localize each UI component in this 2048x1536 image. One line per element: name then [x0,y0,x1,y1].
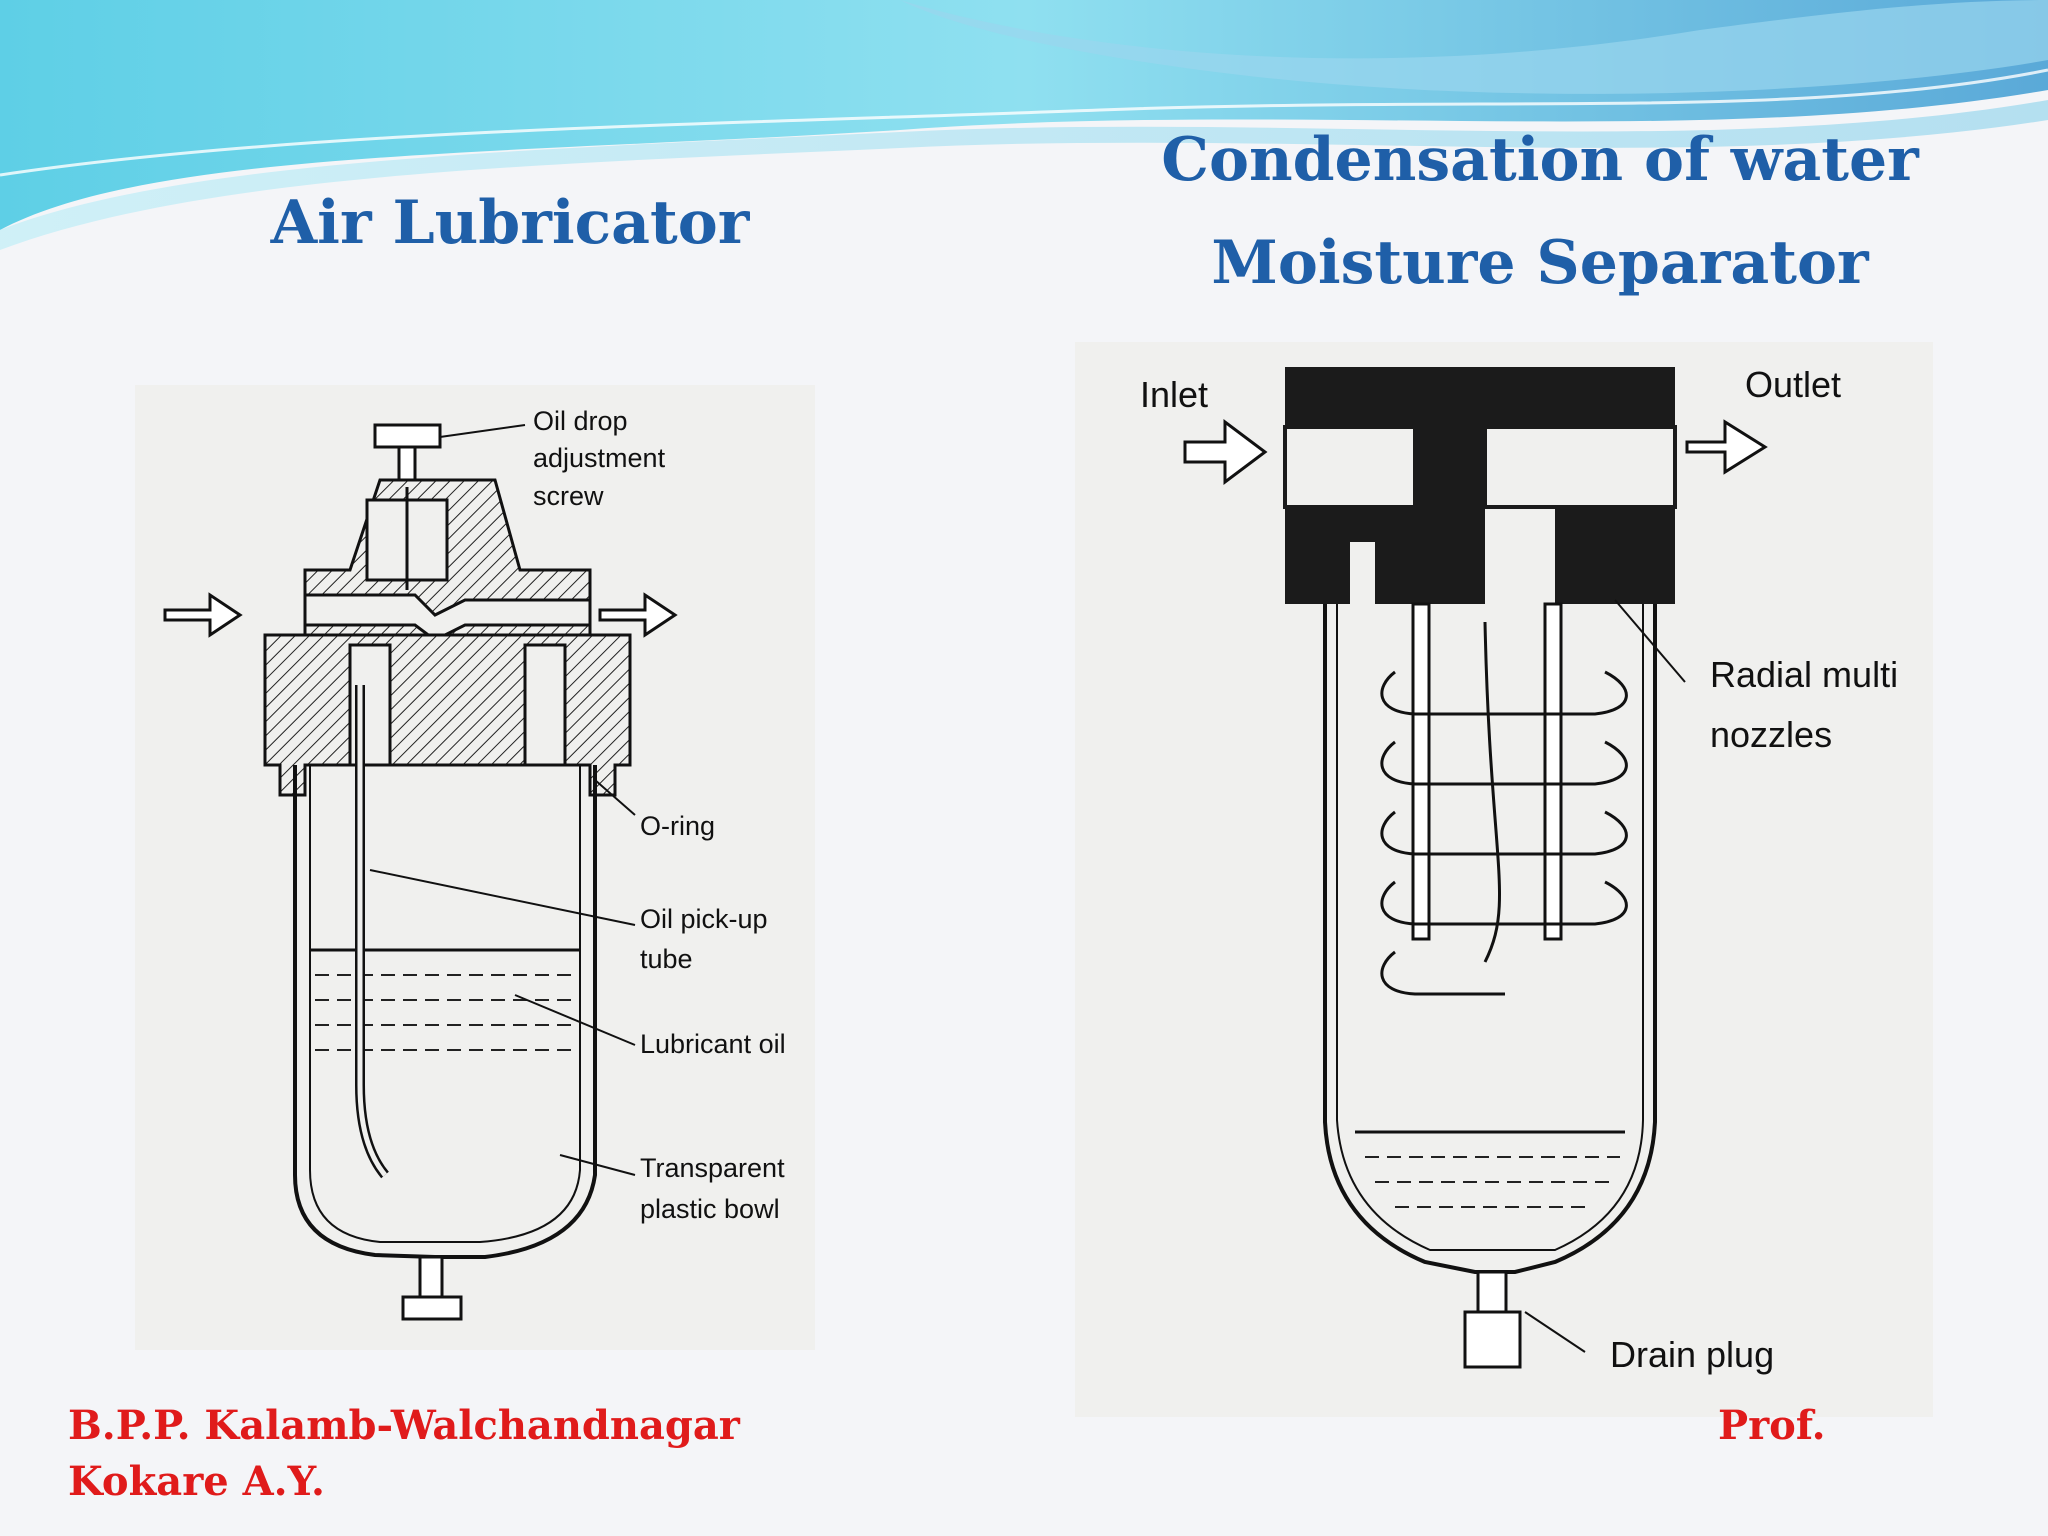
outlet-arrow [1685,419,1768,475]
oil-drop-label-1: Oil drop [533,406,628,436]
pickup-tube-label-1: Oil pick-up [640,904,768,934]
lubricant-oil-label: Lubricant oil [640,1029,786,1059]
drain-plug [1463,1310,1522,1369]
condensation-title: Condensation of water [1161,125,1919,195]
swirl-flow-arrows [1380,621,1628,996]
lubricator-inlet-arrow [163,592,243,638]
moisture-separator-figure: Inlet Outlet Radial multi nozzles Drain … [1075,342,1933,1417]
air-lubricator-figure: Oil drop adjustment screw O-ring Oil pic… [135,385,815,1350]
separator-bowl [1323,604,1657,1274]
footer-institution: B.P.P. Kalamb-Walchandnagar [68,1402,740,1449]
radial-nozzles-label-1: Radial multi [1710,654,1898,695]
o-ring-label: O-ring [640,811,715,841]
drain-plug-label: Drain plug [1610,1334,1774,1375]
footer-prof: Prof. [1718,1402,1826,1449]
pickup-tube-label-2: tube [640,944,693,974]
inlet-label: Inlet [1140,374,1208,415]
outlet-label: Outlet [1745,364,1841,405]
bowl-label-2: plastic bowl [640,1194,780,1224]
lubricator-outlet-arrow [598,592,678,638]
condensed-water-level [1365,1156,1620,1208]
moisture-separator-diagram: Inlet Outlet Radial multi nozzles Drain … [1140,364,1898,1375]
oil-drop-label-3: screw [533,481,604,511]
bowl-label-1: Transparent [640,1153,785,1183]
radial-nozzles-label-2: nozzles [1710,714,1832,755]
air-lubricator-title: Air Lubricator [270,188,750,258]
transparent-bowl [293,765,597,1259]
adjustment-screw [373,423,442,489]
inlet-arrow [1183,419,1268,485]
lubricant-oil-level [315,974,575,1051]
oil-drop-label-2: adjustment [533,443,666,473]
moisture-separator-title: Moisture Separator [1211,228,1869,298]
header-wave-decoration [0,0,2048,250]
footer-author: Kokare A.Y. [68,1458,325,1505]
air-lubricator-diagram: Oil drop adjustment screw O-ring Oil pic… [163,406,786,1321]
